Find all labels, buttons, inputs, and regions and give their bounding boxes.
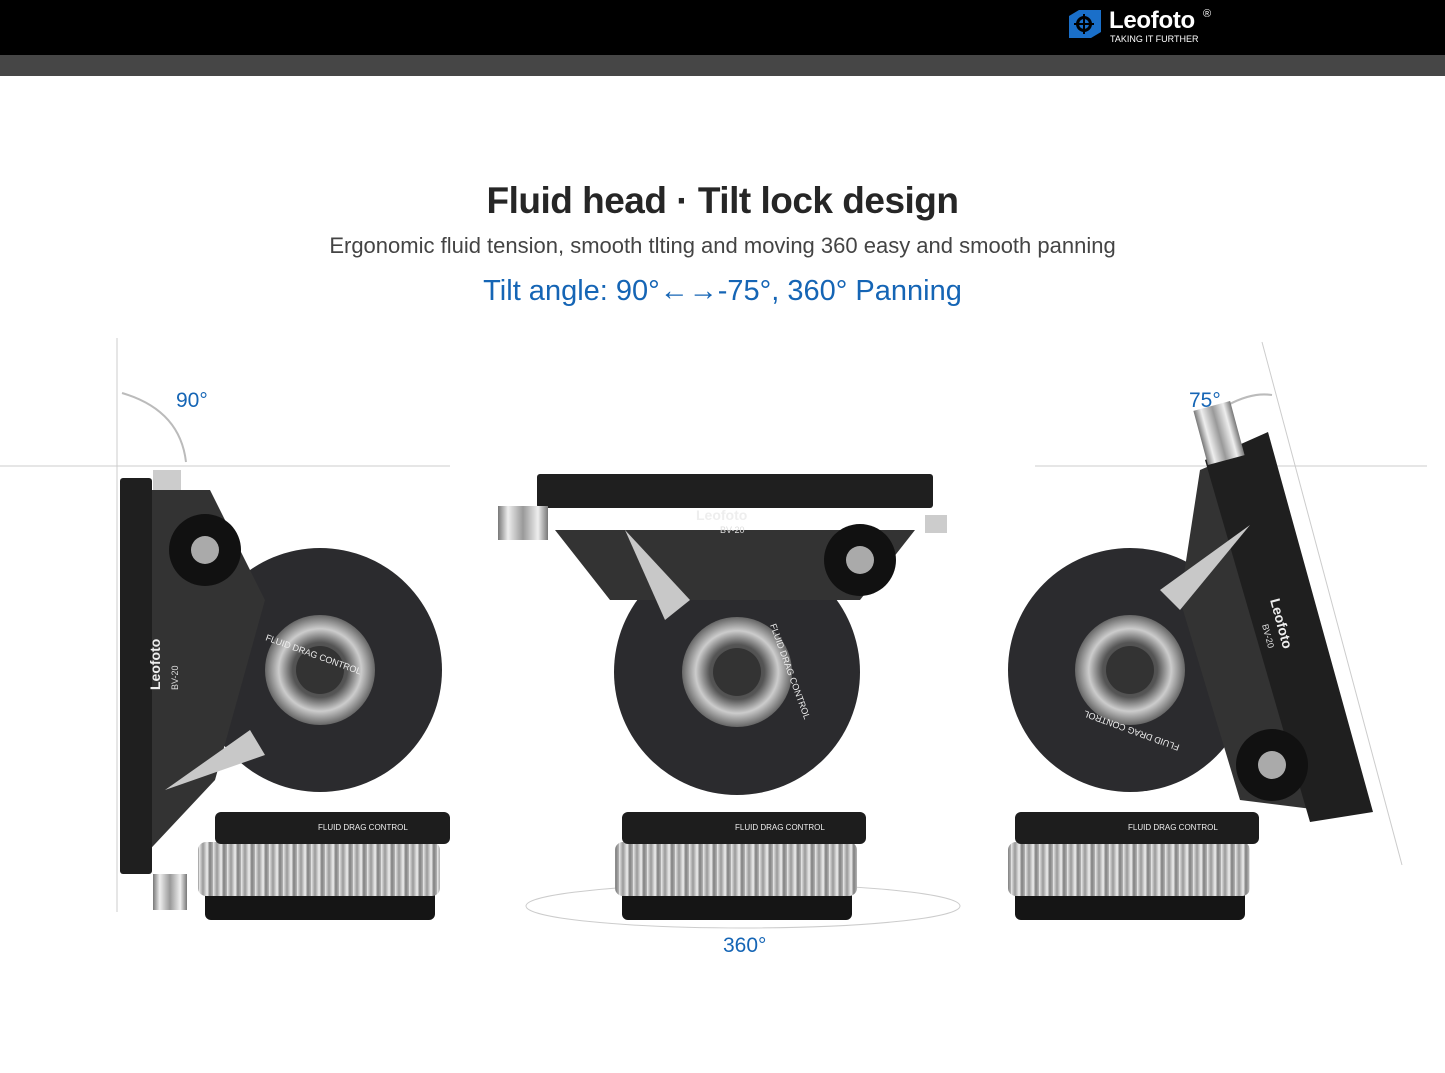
brand-name: Leofoto [1109,7,1195,34]
sub-bar [0,55,1445,76]
svg-text:Leofoto: Leofoto [696,507,747,523]
tilt-angle-text: Tilt angle: 90°←→-75°, 360° Panning [483,275,962,307]
svg-text:BV-20: BV-20 [170,665,180,690]
svg-text:Leofoto: Leofoto [147,639,163,690]
page-subtitle: Ergonomic fluid tension, smooth tlting a… [329,233,1116,258]
top-bar [0,0,1445,55]
angle-label-360: 360° [723,934,767,957]
registered-mark: ® [1203,8,1212,20]
guide-lines [0,338,1427,929]
svg-text:BV-20: BV-20 [720,525,745,535]
fluid-head-level: Leofoto BV-20 FLUID DRAG CONTROL FLUID D… [498,474,947,920]
page-title: Fluid head · Tilt lock design [486,180,959,221]
fluid-head-tilted-90: Leofoto BV-20 FLUID DRAG CONTROL FLUID D… [120,470,450,920]
svg-text:FLUID DRAG CONTROL: FLUID DRAG CONTROL [735,823,825,832]
leofoto-logo-icon [1069,10,1101,38]
angle-label-90: 90° [176,389,208,412]
angle-label-75: 75° [1189,389,1221,412]
brand-tagline: TAKING IT FURTHER [1110,34,1199,44]
svg-text:FLUID DRAG CONTROL: FLUID DRAG CONTROL [318,823,408,832]
svg-text:FLUID DRAG CONTROL: FLUID DRAG CONTROL [1128,823,1218,832]
fluid-head-tilted-75: Leofoto BV-20 FLUID DRAG CONTROL FLUID D… [1008,401,1373,920]
brand-logo: Leofoto ® TAKING IT FURTHER [1065,7,1211,44]
